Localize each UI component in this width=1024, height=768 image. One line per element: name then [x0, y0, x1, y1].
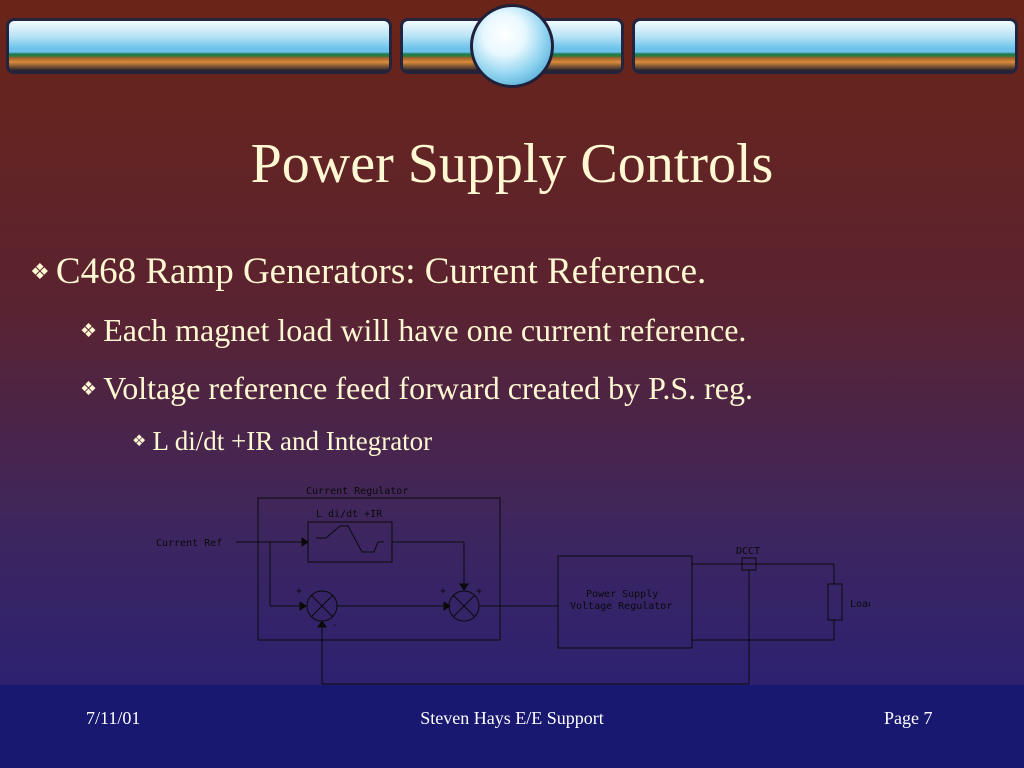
bullet-level1: ❖C468 Ramp Generators: Current Reference… — [30, 250, 706, 293]
bullet-level2: ❖Each magnet load will have one current … — [80, 312, 746, 349]
landscape-panel-left — [6, 18, 392, 74]
footer-author: Steven Hays E/E Support — [420, 708, 604, 728]
diamond-four-icon: ❖ — [30, 258, 50, 284]
diamond-four-icon: ❖ — [132, 431, 147, 450]
current-regulator-box — [257, 497, 501, 641]
dcct-label: DCCT — [736, 546, 760, 557]
plus-sign-right-a: + — [440, 586, 446, 597]
voltage-regulator-label: Voltage Regulator — [570, 601, 672, 612]
bullet-text: Voltage reference feed forward created b… — [103, 370, 753, 406]
ldidt-label: L di/dt +IR — [316, 509, 383, 520]
bullet-level2: ❖Voltage reference feed forward created … — [80, 370, 753, 407]
circuit-diagram: Current Regulator L di/dt +IR Current Re… — [156, 486, 870, 685]
load-label: Load — [850, 599, 870, 610]
bullet-text: C468 Ramp Generators: Current Reference. — [55, 251, 707, 292]
bullet-text: Each magnet load will have one current r… — [103, 312, 747, 348]
ramp-waveform — [316, 525, 384, 553]
footer-date: 7/11/01 — [86, 708, 141, 728]
current-regulator-label: Current Regulator — [306, 486, 408, 497]
minus-sign-left: - — [332, 620, 338, 631]
plus-sign-left: + — [296, 586, 302, 597]
power-supply-box — [557, 555, 693, 649]
diamond-four-icon: ❖ — [80, 320, 98, 342]
globe-icon — [470, 4, 554, 88]
footer-page-number: Page 7 — [884, 708, 933, 728]
bullet-level3: ❖ L di/dt +IR and Integrator — [132, 426, 432, 457]
power-supply-label: Power Supply — [586, 589, 658, 600]
current-ref-label: Current Ref — [156, 538, 222, 549]
load-resistor — [827, 583, 843, 621]
footer-bar — [0, 685, 1024, 768]
plus-sign-right-b: + — [476, 586, 482, 597]
bullet-text: L di/dt +IR and Integrator — [152, 426, 433, 456]
slide-title: Power Supply Controls — [250, 133, 774, 195]
landscape-panel-right — [632, 18, 1018, 74]
diamond-four-icon: ❖ — [80, 378, 98, 400]
